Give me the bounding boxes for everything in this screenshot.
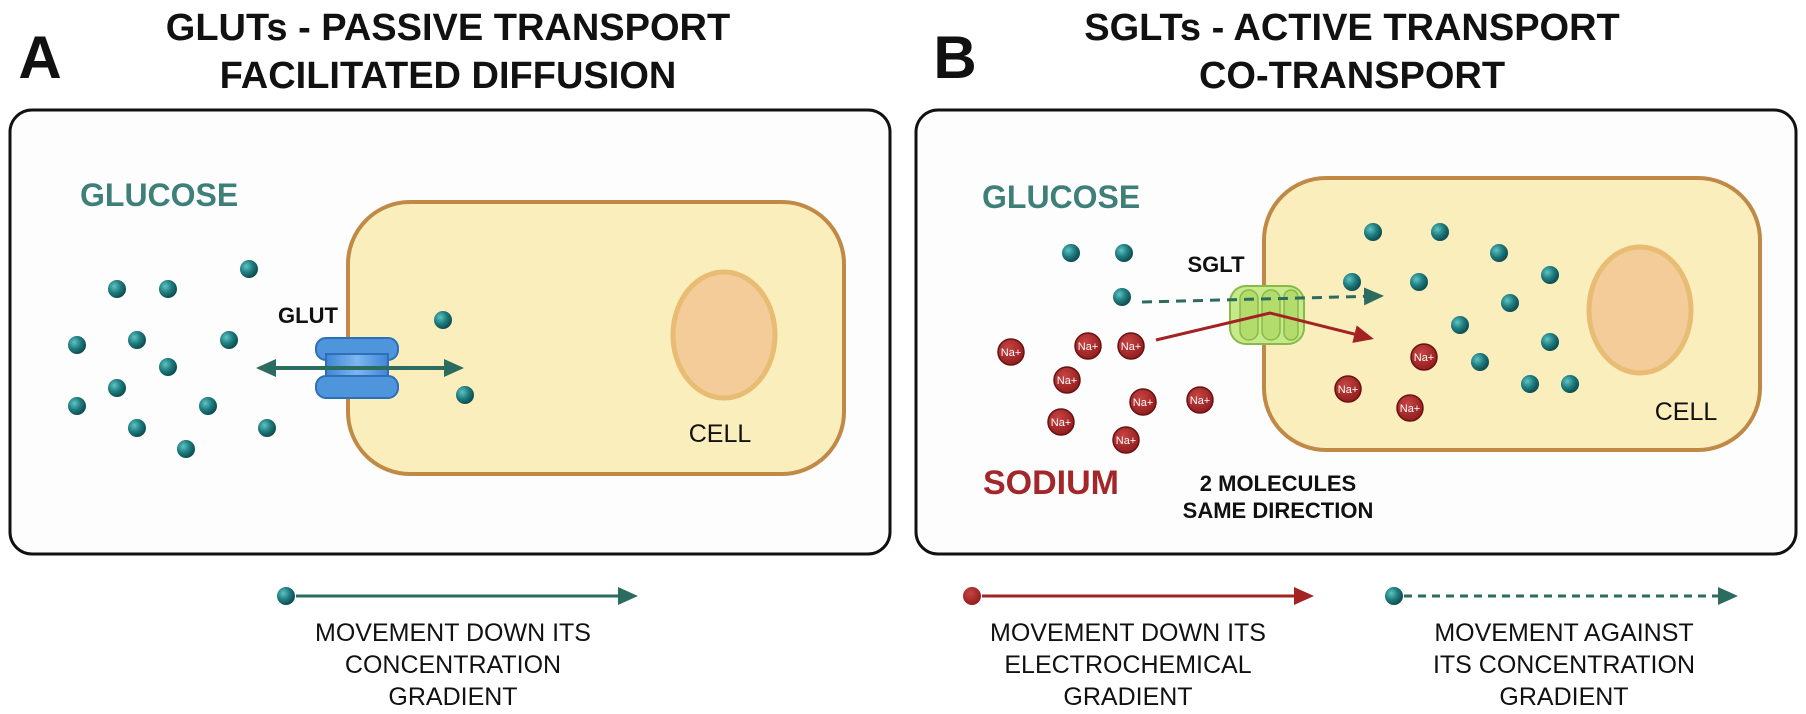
- legend-glucose-down-line2: CONCENTRATION: [345, 651, 561, 679]
- legend-sodium-down: MOVEMENT DOWN ITS ELECTROCHEMICAL GRADIE…: [963, 587, 1314, 711]
- glucose-molecule: [1062, 244, 1080, 262]
- glucose-molecule: [1490, 244, 1508, 262]
- svg-text:Na+: Na+: [1414, 352, 1435, 364]
- panel-b-cell-label: CELL: [1655, 398, 1718, 426]
- svg-text:Na+: Na+: [1001, 347, 1022, 359]
- glucose-molecule: [68, 336, 86, 354]
- glucose-molecule: [108, 379, 126, 397]
- glucose-molecule: [1521, 375, 1539, 393]
- panel-b-nucleus: [1586, 244, 1694, 376]
- glucose-molecule: [1364, 223, 1382, 241]
- panel-b-title-line2: CO-TRANSPORT: [1199, 55, 1505, 97]
- glucose-molecule: [128, 419, 146, 437]
- legend-glucose-against-line2: ITS CONCENTRATION: [1433, 651, 1695, 679]
- glucose-molecule: [159, 280, 177, 298]
- legend-glucose-down-line1: MOVEMENT DOWN ITS: [315, 619, 591, 647]
- glucose-molecule: [1541, 266, 1559, 284]
- legend-glucose-marker: [277, 587, 295, 605]
- glucose-molecule: [108, 280, 126, 298]
- sodium-ion: Na+: [997, 338, 1025, 366]
- legend-glucose-against: MOVEMENT AGAINST ITS CONCENTRATION GRADI…: [1385, 587, 1738, 711]
- glucose-molecule: [456, 386, 474, 404]
- glucose-molecule: [1561, 375, 1579, 393]
- legend-glucose-down: MOVEMENT DOWN ITS CONCENTRATION GRADIENT: [277, 587, 638, 711]
- svg-text:Na+: Na+: [1057, 375, 1078, 387]
- glucose-molecule: [1410, 273, 1428, 291]
- panel-b-note-line1: 2 MOLECULES: [1200, 471, 1356, 496]
- panel-a-title-line1: GLUTs - PASSIVE TRANSPORT: [166, 7, 730, 49]
- panel-b-note-line2: SAME DIRECTION: [1183, 498, 1374, 523]
- legend-glucose-marker: [1385, 587, 1403, 605]
- sodium-ion: Na+: [1334, 375, 1362, 403]
- glucose-molecule: [177, 440, 195, 458]
- legend-glucose-against-line3: GRADIENT: [1499, 683, 1628, 711]
- panel-a: A GLUTs - PASSIVE TRANSPORT FACILITATED …: [8, 7, 892, 556]
- panel-a-letter: A: [18, 24, 61, 91]
- glucose-molecule: [1541, 333, 1559, 351]
- legend-sodium-down-line3: GRADIENT: [1063, 683, 1192, 711]
- legend: MOVEMENT DOWN ITS CONCENTRATION GRADIENT…: [277, 587, 1738, 711]
- sodium-ion: Na+: [1117, 332, 1145, 360]
- glucose-molecule: [1451, 316, 1469, 334]
- glucose-molecule: [199, 397, 217, 415]
- glucose-molecule: [1431, 223, 1449, 241]
- glut-label: GLUT: [278, 303, 338, 328]
- svg-text:Na+: Na+: [1338, 384, 1359, 396]
- sodium-ion: Na+: [1396, 394, 1424, 422]
- svg-text:Na+: Na+: [1400, 403, 1421, 415]
- sodium-ion: Na+: [1186, 386, 1214, 414]
- panel-b-sodium-label: SODIUM: [983, 464, 1119, 502]
- svg-text:Na+: Na+: [1078, 341, 1099, 353]
- panel-b-glucose-label: GLUCOSE: [982, 179, 1140, 215]
- panel-a-title-line2: FACILITATED DIFFUSION: [220, 55, 677, 97]
- panel-b-letter: B: [933, 24, 976, 91]
- panel-a-glucose-label: GLUCOSE: [80, 177, 238, 213]
- panel-b-title-line1: SGLTs - ACTIVE TRANSPORT: [1084, 7, 1620, 49]
- glucose-molecule: [1343, 273, 1361, 291]
- glucose-molecule: [258, 419, 276, 437]
- svg-text:Na+: Na+: [1133, 397, 1154, 409]
- svg-text:Na+: Na+: [1190, 395, 1211, 407]
- glucose-molecule: [240, 260, 258, 278]
- glucose-molecule: [68, 397, 86, 415]
- sodium-ion: Na+: [1047, 408, 1075, 436]
- glucose-molecule: [1113, 288, 1131, 306]
- panel-a-cell-label: CELL: [689, 420, 752, 448]
- svg-text:Na+: Na+: [1116, 435, 1137, 447]
- sglt-label: SGLT: [1187, 252, 1245, 277]
- panel-b-glucose-molecules: [1062, 223, 1579, 393]
- sodium-ion: Na+: [1053, 366, 1081, 394]
- sodium-ion: Na+: [1112, 426, 1140, 454]
- svg-text:Na+: Na+: [1051, 417, 1072, 429]
- panel-a-nucleus: [670, 269, 778, 401]
- legend-glucose-against-line1: MOVEMENT AGAINST: [1434, 619, 1693, 647]
- panel-a-glucose-molecules: [68, 260, 474, 458]
- glucose-molecule: [434, 311, 452, 329]
- glucose-molecule: [128, 331, 146, 349]
- legend-sodium-down-line1: MOVEMENT DOWN ITS: [990, 619, 1266, 647]
- glucose-molecule: [1501, 294, 1519, 312]
- sodium-ion: Na+: [1410, 343, 1438, 371]
- glucose-molecule: [159, 358, 177, 376]
- legend-sodium-down-line2: ELECTROCHEMICAL: [1004, 651, 1251, 679]
- sodium-ion: Na+: [1074, 332, 1102, 360]
- sodium-cotransport-arrow: [1155, 311, 1374, 343]
- svg-text:Na+: Na+: [1121, 341, 1142, 353]
- glucose-molecule: [220, 331, 238, 349]
- glucose-cotransport-arrow: [1141, 287, 1384, 306]
- sodium-ion: Na+: [1129, 388, 1157, 416]
- panel-b: B SGLTs - ACTIVE TRANSPORT CO-TRANSPORT …: [914, 7, 1798, 556]
- legend-glucose-down-line3: GRADIENT: [388, 683, 517, 711]
- panel-b-sodium-ions: Na+ Na+ Na+ Na+ Na+ Na+: [997, 332, 1438, 454]
- legend-sodium-marker: [963, 587, 981, 605]
- glucose-molecule: [1115, 244, 1133, 262]
- glucose-molecule: [1471, 353, 1489, 371]
